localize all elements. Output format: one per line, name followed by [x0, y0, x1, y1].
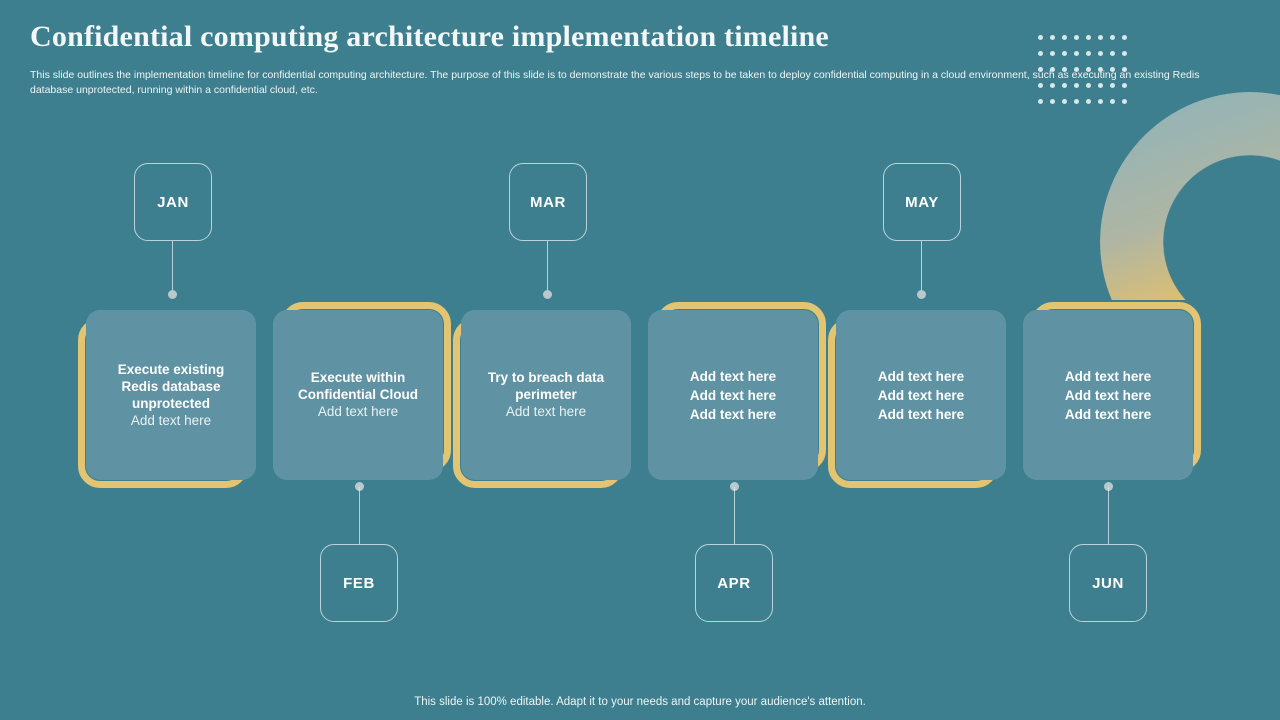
month-badge-may[interactable]: MAY — [883, 163, 961, 241]
card-body[interactable]: Add text here Add text here Add text her… — [1023, 310, 1193, 480]
connector-line-jun — [1108, 487, 1109, 544]
connector-line-jan — [172, 241, 173, 293]
connector-dot-feb — [355, 482, 364, 491]
card-line-1: Add text here — [877, 368, 965, 384]
month-label: APR — [717, 574, 751, 592]
card-line-1: Add text here — [689, 368, 777, 384]
card-body[interactable]: Add text here Add text here Add text her… — [836, 310, 1006, 480]
month-label: JUN — [1092, 574, 1124, 592]
card-heading: Execute within Confidential Cloud — [298, 370, 418, 402]
timeline-card-3[interactable]: Try to breach data perimeter Add text he… — [453, 310, 631, 488]
card-body[interactable]: Execute within Confidential Cloud Add te… — [273, 310, 443, 480]
connector-line-apr — [734, 487, 735, 544]
card-body[interactable]: Execute existing Redis database unprotec… — [86, 310, 256, 480]
card-subtext: Add text here — [505, 404, 587, 419]
connector-line-mar — [547, 241, 548, 293]
month-badge-mar[interactable]: MAR — [509, 163, 587, 241]
connector-dot-jun — [1104, 482, 1113, 491]
card-line-2: Add text here — [1064, 387, 1152, 403]
footer-note: This slide is 100% editable. Adapt it to… — [414, 696, 866, 708]
timeline-card-5[interactable]: Add text here Add text here Add text her… — [828, 310, 1006, 488]
page-subtitle: This slide outlines the implementation t… — [30, 69, 1200, 96]
card-line-3: Add text here — [689, 406, 777, 422]
card-heading: Try to breach data perimeter — [487, 370, 605, 402]
connector-dot-jan — [168, 290, 177, 299]
card-heading: Execute existing Redis database unprotec… — [117, 361, 225, 411]
month-badge-jan[interactable]: JAN — [134, 163, 212, 241]
month-badge-feb[interactable]: FEB — [320, 544, 398, 622]
month-label: MAY — [905, 193, 939, 211]
card-body[interactable]: Try to breach data perimeter Add text he… — [461, 310, 631, 480]
timeline-card-6[interactable]: Add text here Add text here Add text her… — [1023, 302, 1201, 480]
connector-dot-mar — [543, 290, 552, 299]
card-line-3: Add text here — [877, 406, 965, 422]
connector-dot-apr — [730, 482, 739, 491]
month-label: FEB — [343, 574, 375, 592]
page-title: Confidential computing architecture impl… — [30, 20, 829, 53]
month-label: MAR — [530, 193, 566, 211]
card-line-2: Add text here — [689, 387, 777, 403]
card-subtext: Add text here — [317, 404, 399, 419]
timeline-card-1[interactable]: Execute existing Redis database unprotec… — [78, 310, 256, 488]
connector-line-may — [921, 241, 922, 293]
connector-dot-may — [917, 290, 926, 299]
card-body[interactable]: Add text here Add text here Add text her… — [648, 310, 818, 480]
connector-line-feb — [359, 487, 360, 544]
timeline-card-2[interactable]: Execute within Confidential Cloud Add te… — [273, 302, 451, 480]
card-line-3: Add text here — [1064, 406, 1152, 422]
card-line-2: Add text here — [877, 387, 965, 403]
month-badge-apr[interactable]: APR — [695, 544, 773, 622]
month-badge-jun[interactable]: JUN — [1069, 544, 1147, 622]
card-subtext: Add text here — [130, 412, 212, 428]
card-line-1: Add text here — [1064, 368, 1152, 384]
month-label: JAN — [157, 193, 189, 211]
timeline-card-4[interactable]: Add text here Add text here Add text her… — [648, 302, 826, 480]
